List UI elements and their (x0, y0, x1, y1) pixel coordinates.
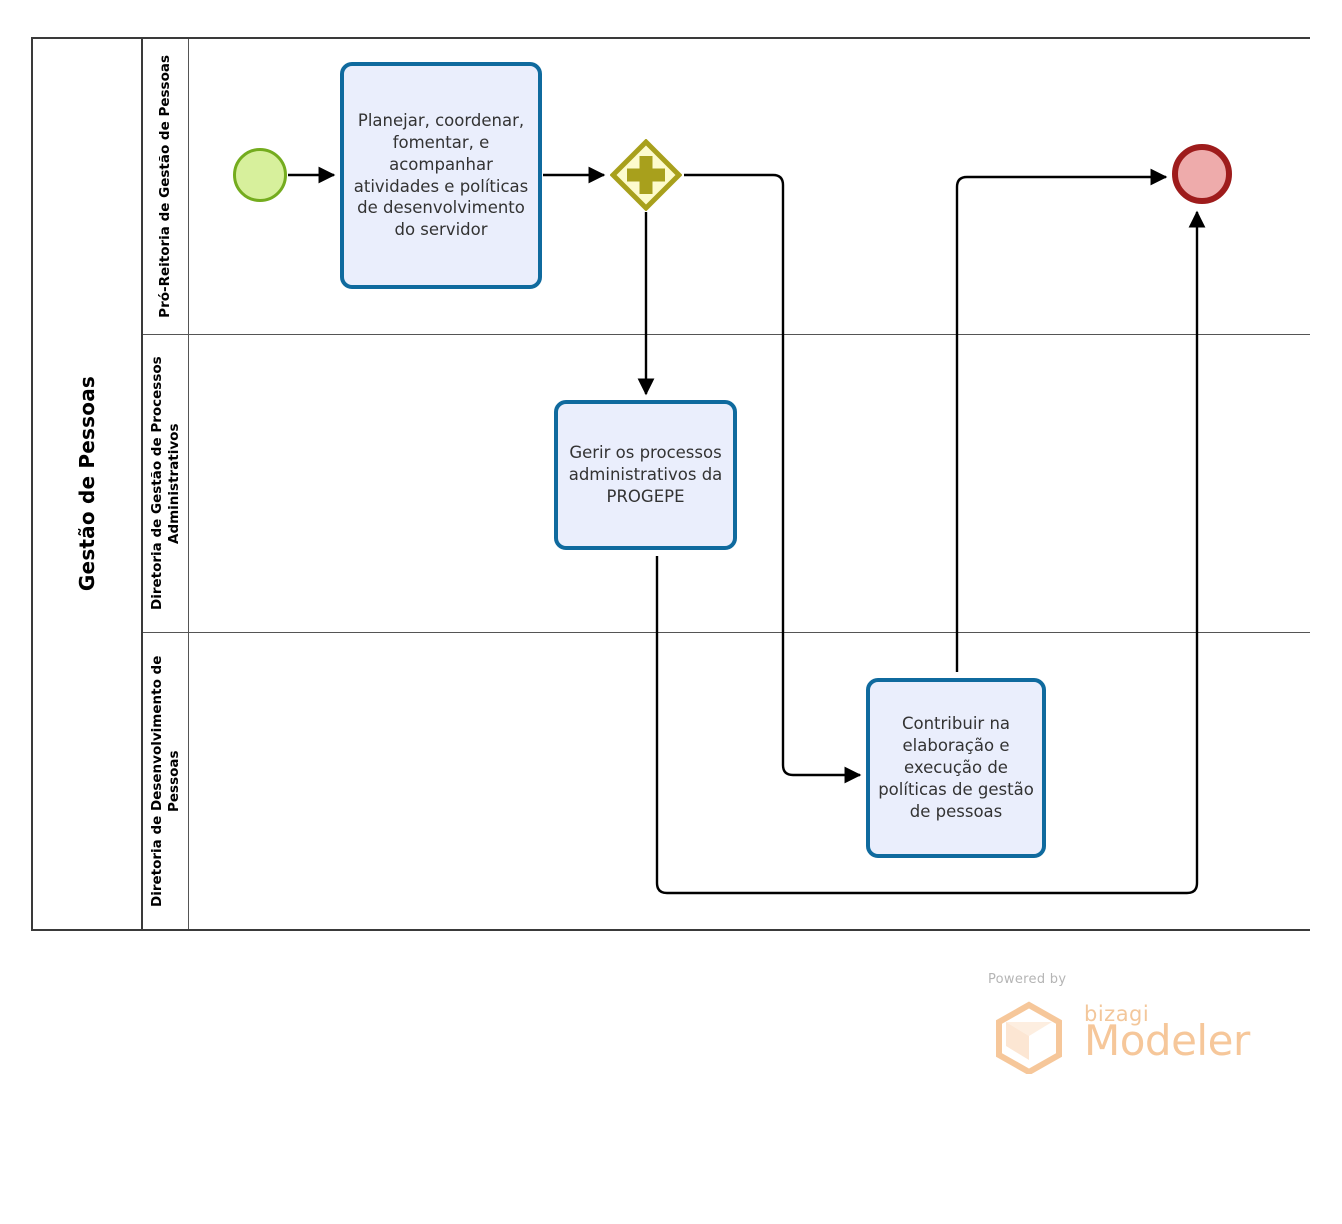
lane-label-2: Diretoria de Gestão de Processos Adminis… (148, 356, 182, 611)
task-contribuir-elaboracao-execucao-politicas[interactable]: Contribuir na elaboração e execução de p… (866, 678, 1046, 858)
lane-label-1: Pró-Reitoria de Gestão de Pessoas (157, 55, 174, 318)
pool-title-label: Gestão de Pessoas (75, 376, 99, 592)
watermark-powered-by: Powered by (988, 972, 1067, 987)
watermark-product: Modeler (1084, 1016, 1250, 1065)
watermark-brand: bizagi (1084, 1002, 1150, 1026)
pool-title: Gestão de Pessoas (33, 39, 143, 929)
lane-title-2: Diretoria de Gestão de Processos Adminis… (143, 335, 189, 632)
parallel-gateway[interactable] (610, 139, 682, 211)
parallel-gateway-icon (610, 139, 682, 211)
task-planejar-coordenar-fomentar[interactable]: Planejar, coordenar, fomentar, e acompan… (340, 62, 542, 289)
lane-title-3: Diretoria de Desenvolvimento de Pessoas (143, 633, 189, 929)
lane-title-1: Pró-Reitoria de Gestão de Pessoas (143, 39, 189, 334)
start-event[interactable] (233, 148, 287, 202)
bizagi-watermark: Powered by bizagi Modeler (988, 972, 1250, 1076)
lane-pro-reitoria-de-gestao-de-pessoas[interactable]: Pró-Reitoria de Gestão de Pessoas (143, 39, 1310, 334)
lane-label-3: Diretoria de Desenvolvimento de Pessoas (148, 655, 182, 907)
task-gerir-processos-administrativos[interactable]: Gerir os processos administrativos da PR… (554, 400, 737, 550)
lane-diretoria-de-desenvolvimento-de-pessoas[interactable]: Diretoria de Desenvolvimento de Pessoas (143, 632, 1310, 929)
end-event[interactable] (1172, 144, 1232, 204)
bizagi-logo-icon (992, 1000, 1066, 1078)
